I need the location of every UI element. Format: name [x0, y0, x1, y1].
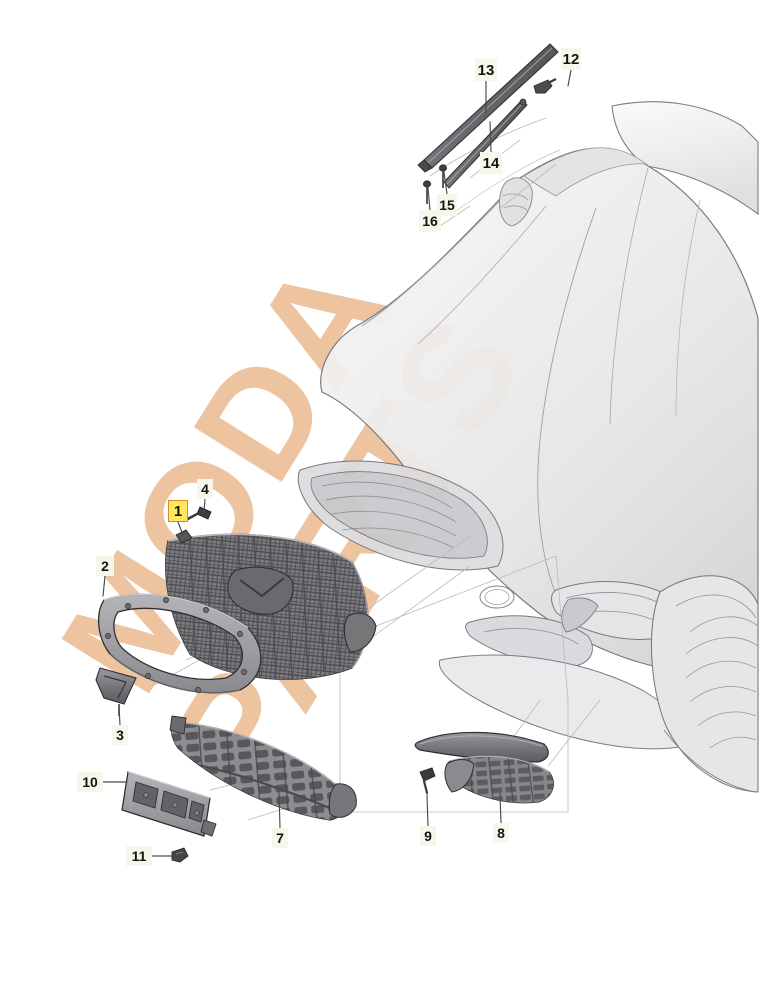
callout-leader-lines — [102, 69, 572, 857]
wiper-assembly — [417, 43, 559, 204]
part-13-wiper-arm — [417, 43, 559, 173]
part-1-radiator-grille — [165, 529, 377, 680]
callout-1[interactable]: 1 — [168, 500, 188, 522]
callout-10[interactable]: 10 — [77, 772, 103, 792]
part-12-retainer-clip — [533, 78, 557, 94]
part-9-mounting-screw — [419, 767, 436, 795]
callout-7[interactable]: 7 — [272, 828, 288, 848]
part-10-licence-plate-bracket — [121, 771, 217, 837]
callout-15[interactable]: 15 — [437, 194, 457, 216]
part-15-nut — [438, 164, 447, 188]
callout-2[interactable]: 2 — [96, 556, 114, 576]
callout-14[interactable]: 14 — [480, 152, 502, 174]
part-16-spindle-nut — [422, 180, 431, 204]
callout-13[interactable]: 13 — [475, 59, 497, 81]
part-11-bracket-clip — [171, 847, 189, 863]
part-8-air-intake-cover — [414, 731, 554, 804]
callout-11[interactable]: 11 — [126, 846, 152, 866]
part-2-grille-trim-frame — [98, 593, 262, 694]
part-14-wiper-blade — [443, 98, 528, 189]
car-body-outline — [297, 101, 759, 793]
callout-4[interactable]: 4 — [197, 479, 213, 499]
callout-3[interactable]: 3 — [112, 725, 128, 745]
callout-9[interactable]: 9 — [420, 826, 436, 846]
callout-16[interactable]: 16 — [419, 210, 441, 232]
callout-12[interactable]: 12 — [561, 48, 581, 70]
callout-8[interactable]: 8 — [493, 823, 509, 843]
